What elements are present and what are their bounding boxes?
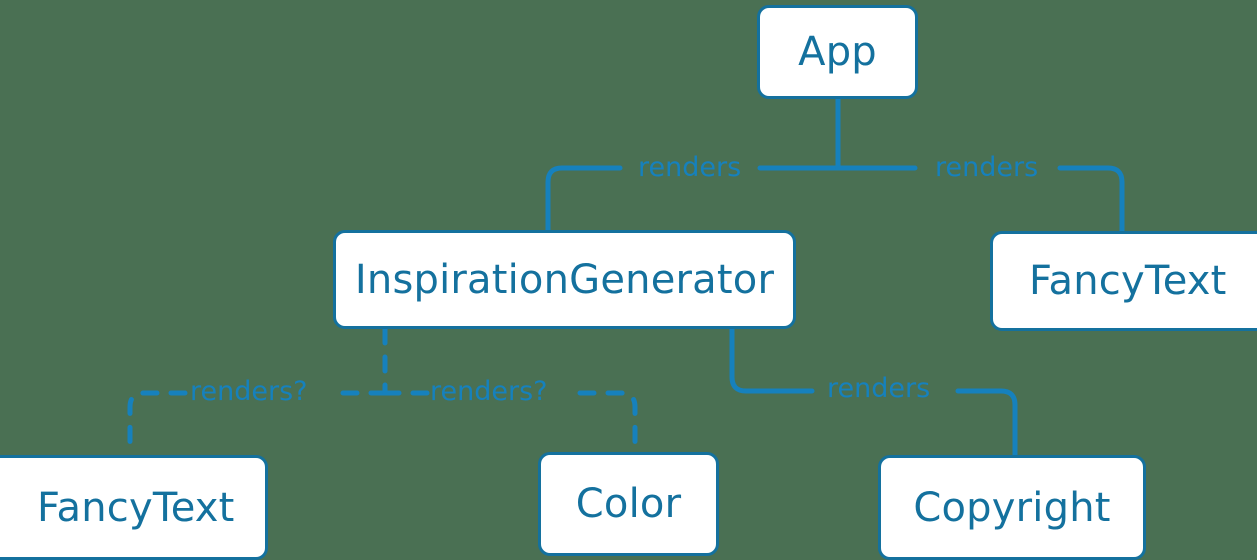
node-color[interactable]: Color xyxy=(538,452,719,556)
node-fancytext-top-label: FancyText xyxy=(1029,258,1227,304)
edge-label-app-to-inspirationgenerator: renders xyxy=(638,152,742,183)
node-app-label: App xyxy=(798,29,877,75)
node-copyright[interactable]: Copyright xyxy=(878,455,1146,560)
node-fancytext-bottom[interactable]: FancyText xyxy=(0,455,268,560)
edge-label-app-to-fancytext: renders xyxy=(935,152,1039,183)
node-fancytext-bottom-label: FancyText xyxy=(37,484,235,531)
edge-label-inspirationgenerator-to-color: renders? xyxy=(430,376,548,407)
node-inspiration-generator-label: InspirationGenerator xyxy=(354,256,775,303)
node-app[interactable]: App xyxy=(757,5,918,99)
node-copyright-label: Copyright xyxy=(913,484,1111,531)
node-inspiration-generator[interactable]: InspirationGenerator xyxy=(333,230,796,329)
edge-inspirationgenerator-to-copyright xyxy=(729,326,1018,458)
edge-app-to-inspirationgenerator xyxy=(545,165,841,233)
node-color-label: Color xyxy=(575,481,682,527)
edge-label-inspirationgenerator-to-fancytext: renders? xyxy=(190,376,308,407)
edge-inspirationgenerator-to-fancytext-optional xyxy=(127,390,388,458)
edge-label-inspirationgenerator-to-copyright: renders xyxy=(827,373,931,404)
node-fancytext-top[interactable]: FancyText xyxy=(990,231,1257,331)
edge-app-to-fancytext xyxy=(835,165,1125,234)
edge-inspirationgenerator-to-color-optional xyxy=(382,390,638,455)
